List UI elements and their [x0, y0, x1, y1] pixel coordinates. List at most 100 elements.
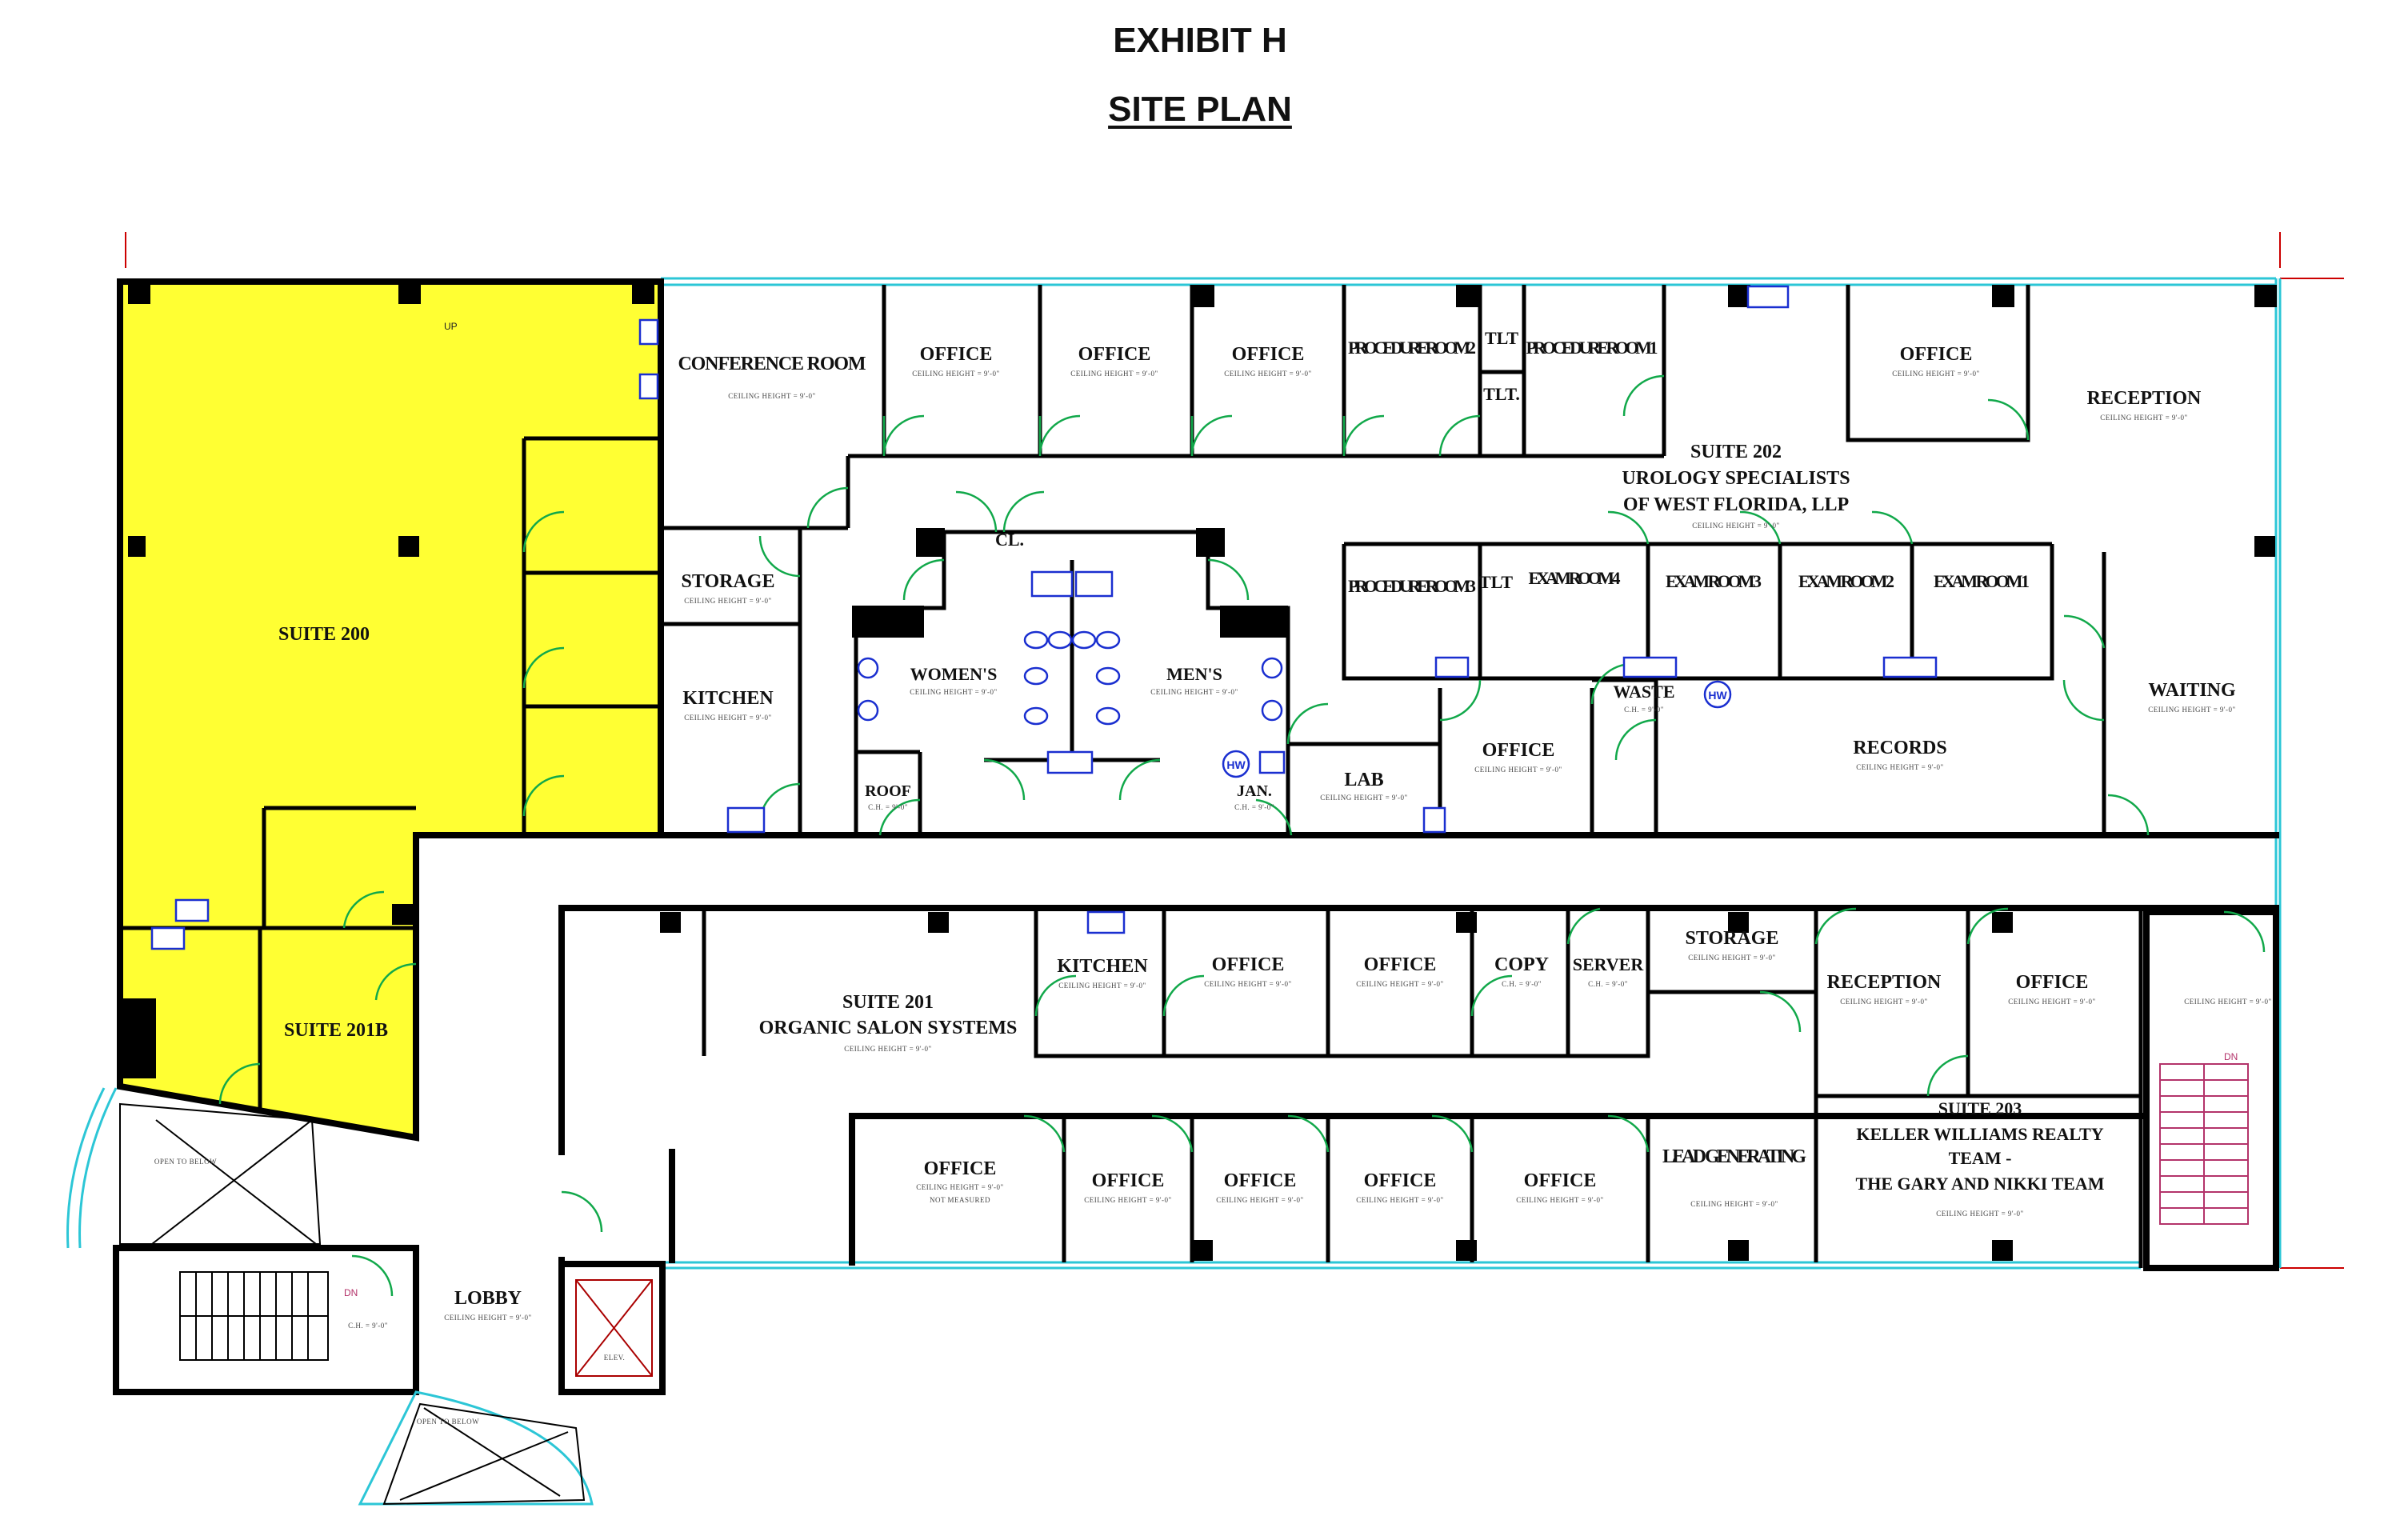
reception-2-label: RECEPTION: [1827, 972, 1942, 993]
suite-203-tenant-1: KELLER WILLIAMS REALTY: [1856, 1124, 2103, 1144]
office-1-label: OFFICE: [920, 344, 993, 365]
office-8-label: OFFICE: [2016, 972, 2089, 993]
womens-label: WOMEN'S: [910, 664, 998, 684]
hw-badges: HW HW: [1222, 680, 1732, 778]
procedure-2-label: PROCEDURE ROOM 2: [1348, 338, 1476, 358]
svg-text:CEILING HEIGHT = 9'-0": CEILING HEIGHT = 9'-0": [916, 1183, 1003, 1191]
svg-text:CEILING HEIGHT = 9'-0": CEILING HEIGHT = 9'-0": [1856, 763, 1943, 771]
svg-text:CEILING HEIGHT = 9'-0": CEILING HEIGHT = 9'-0": [2008, 998, 2095, 1006]
lobby-label: LOBBY: [454, 1288, 522, 1309]
dn-label-1: DN: [344, 1287, 358, 1298]
open-below-1: OPEN TO BELOW: [154, 1158, 217, 1166]
svg-text:CEILING HEIGHT = 9'-0": CEILING HEIGHT = 9'-0": [1892, 370, 1979, 378]
office-9-label: OFFICE: [924, 1158, 997, 1179]
lab-label: LAB: [1344, 770, 1383, 790]
office-12-label: OFFICE: [1364, 1170, 1437, 1191]
procedure-1-label: PROCEDURE ROOM 1: [1526, 338, 1658, 358]
waiting-label: WAITING: [2148, 680, 2236, 701]
svg-text:C.H. = 9'-0": C.H. = 9'-0": [1502, 980, 1542, 988]
suite-200-highlight: [117, 278, 664, 1142]
suite-203-tenant-2: TEAM -: [1949, 1148, 2012, 1168]
hw-label-2: HW: [1708, 689, 1727, 702]
doors: [218, 374, 2266, 1297]
svg-text:CEILING HEIGHT = 9'-0": CEILING HEIGHT = 9'-0": [1070, 370, 1158, 378]
svg-text:CEILING HEIGHT = 9'-0": CEILING HEIGHT = 9'-0": [1690, 1200, 1778, 1208]
svg-text:CEILING HEIGHT = 9'-0": CEILING HEIGHT = 9'-0": [2148, 706, 2235, 714]
exam-2-label: EXAM ROOM 2: [1798, 571, 1894, 591]
svg-text:CEILING HEIGHT = 9'-0": CEILING HEIGHT = 9'-0": [1356, 980, 1443, 988]
office-2-label: OFFICE: [1078, 344, 1151, 365]
conference-label: CONFERENCE ROOM: [678, 354, 866, 374]
svg-text:CEILING HEIGHT = 9'-0": CEILING HEIGHT = 9'-0": [2184, 998, 2271, 1006]
suite-202-tenant-2: OF WEST FLORIDA, LLP: [1623, 494, 1849, 515]
office-5-label: OFFICE: [1482, 740, 1555, 761]
svg-text:CEILING HEIGHT = 9'-0": CEILING HEIGHT = 9'-0": [1224, 370, 1311, 378]
plumbing-fixtures: [150, 285, 1938, 950]
stairs-east: [2159, 1063, 2249, 1225]
mens-label: MEN'S: [1166, 664, 1222, 684]
svg-text:CEILING HEIGHT = 9'-0": CEILING HEIGHT = 9'-0": [1204, 980, 1291, 988]
office-11-label: OFFICE: [1224, 1170, 1297, 1191]
suite-201-label: SUITE 201: [842, 992, 934, 1013]
page-title: SITE PLAN: [1108, 90, 1292, 129]
reception-1-label: RECEPTION: [2087, 388, 2202, 409]
curved-glazing: [66, 1087, 594, 1506]
waste-label: WASTE: [1613, 682, 1674, 702]
svg-text:CEILING HEIGHT = 9'-0": CEILING HEIGHT = 9'-0": [684, 597, 771, 605]
lead-label: LEAD GENERATING: [1662, 1146, 1806, 1167]
procedure-3-label: PROCEDURE ROOM 3: [1348, 576, 1476, 596]
suite-203-tenant-3: THE GARY AND NIKKI TEAM: [1856, 1174, 2105, 1194]
svg-text:C.H. = 9'-0": C.H. = 9'-0": [348, 1322, 388, 1330]
tlt-1-label: TLT: [1485, 328, 1518, 348]
cl-label: CL.: [995, 530, 1024, 550]
stairs-lobby: [179, 1271, 329, 1361]
svg-text:CEILING HEIGHT = 9'-0": CEILING HEIGHT = 9'-0": [844, 1045, 931, 1053]
svg-text:CEILING HEIGHT = 9'-0": CEILING HEIGHT = 9'-0": [728, 392, 815, 400]
svg-text:CEILING HEIGHT = 9'-0": CEILING HEIGHT = 9'-0": [1320, 794, 1407, 802]
hw-label-1: HW: [1226, 758, 1246, 771]
open-below-2: OPEN TO BELOW: [417, 1418, 479, 1426]
svg-text:CEILING HEIGHT = 9'-0": CEILING HEIGHT = 9'-0": [1516, 1196, 1603, 1204]
exam-1-label: EXAM ROOM 1: [1934, 571, 2030, 591]
records-label: RECORDS: [1853, 738, 1946, 758]
svg-text:CEILING HEIGHT = 9'-0": CEILING HEIGHT = 9'-0": [1084, 1196, 1171, 1204]
suite-201b-label: SUITE 201B: [284, 1020, 388, 1041]
svg-text:NOT MEASURED: NOT MEASURED: [930, 1196, 990, 1204]
elev-label: ELEV.: [604, 1354, 626, 1362]
svg-text:CEILING HEIGHT = 9'-0": CEILING HEIGHT = 9'-0": [912, 370, 999, 378]
svg-text:CEILING HEIGHT = 9'-0": CEILING HEIGHT = 9'-0": [444, 1314, 531, 1322]
columns: [120, 282, 2277, 1261]
svg-text:CEILING HEIGHT = 9'-0": CEILING HEIGHT = 9'-0": [1474, 766, 1562, 774]
svg-text:CEILING HEIGHT = 9'-0": CEILING HEIGHT = 9'-0": [1150, 688, 1238, 696]
suite-203-label: SUITE 203: [1938, 1098, 2022, 1118]
tlt-2-label: TLT.: [1483, 384, 1520, 404]
svg-text:CEILING HEIGHT = 9'-0": CEILING HEIGHT = 9'-0": [1688, 954, 1775, 962]
svg-text:C.H. = 9'-0": C.H. = 9'-0": [868, 803, 908, 811]
office-13-label: OFFICE: [1524, 1170, 1597, 1191]
office-6-label: OFFICE: [1212, 954, 1285, 975]
kitchen-1-label: KITCHEN: [682, 688, 774, 709]
server-label: SERVER: [1573, 954, 1645, 974]
elevator-icon: [575, 1279, 653, 1377]
hw-icon: [1222, 750, 1250, 778]
tlt-3-label: TLT: [1479, 572, 1513, 592]
open-to-below-zones: [119, 1102, 586, 1506]
storage-2-label: STORAGE: [1686, 928, 1779, 949]
exam-3-label: EXAM ROOM 3: [1666, 571, 1762, 591]
svg-text:C.H. = 9'-0": C.H. = 9'-0": [1588, 980, 1628, 988]
suite-202-tenant-1: UROLOGY SPECIALISTS: [1622, 468, 1850, 489]
office-4-label: OFFICE: [1900, 344, 1973, 365]
office-10-label: OFFICE: [1092, 1170, 1165, 1191]
copy-label: COPY: [1494, 954, 1549, 975]
room-labels: SUITE 200 SUITE 201B CONFERENCE ROOM CEI…: [154, 321, 2271, 1426]
suite-200-label: SUITE 200: [278, 624, 370, 645]
svg-text:CEILING HEIGHT = 9'-0": CEILING HEIGHT = 9'-0": [684, 714, 771, 722]
up-label: UP: [444, 321, 458, 332]
svg-text:CEILING HEIGHT = 9'-0": CEILING HEIGHT = 9'-0": [2100, 414, 2187, 422]
svg-text:C.H. = 9'-0": C.H. = 9'-0": [1624, 706, 1664, 714]
jan-label: JAN.: [1237, 782, 1272, 800]
dn-label-2: DN: [2224, 1051, 2238, 1062]
svg-text:CEILING HEIGHT = 9'-0": CEILING HEIGHT = 9'-0": [1692, 522, 1779, 530]
